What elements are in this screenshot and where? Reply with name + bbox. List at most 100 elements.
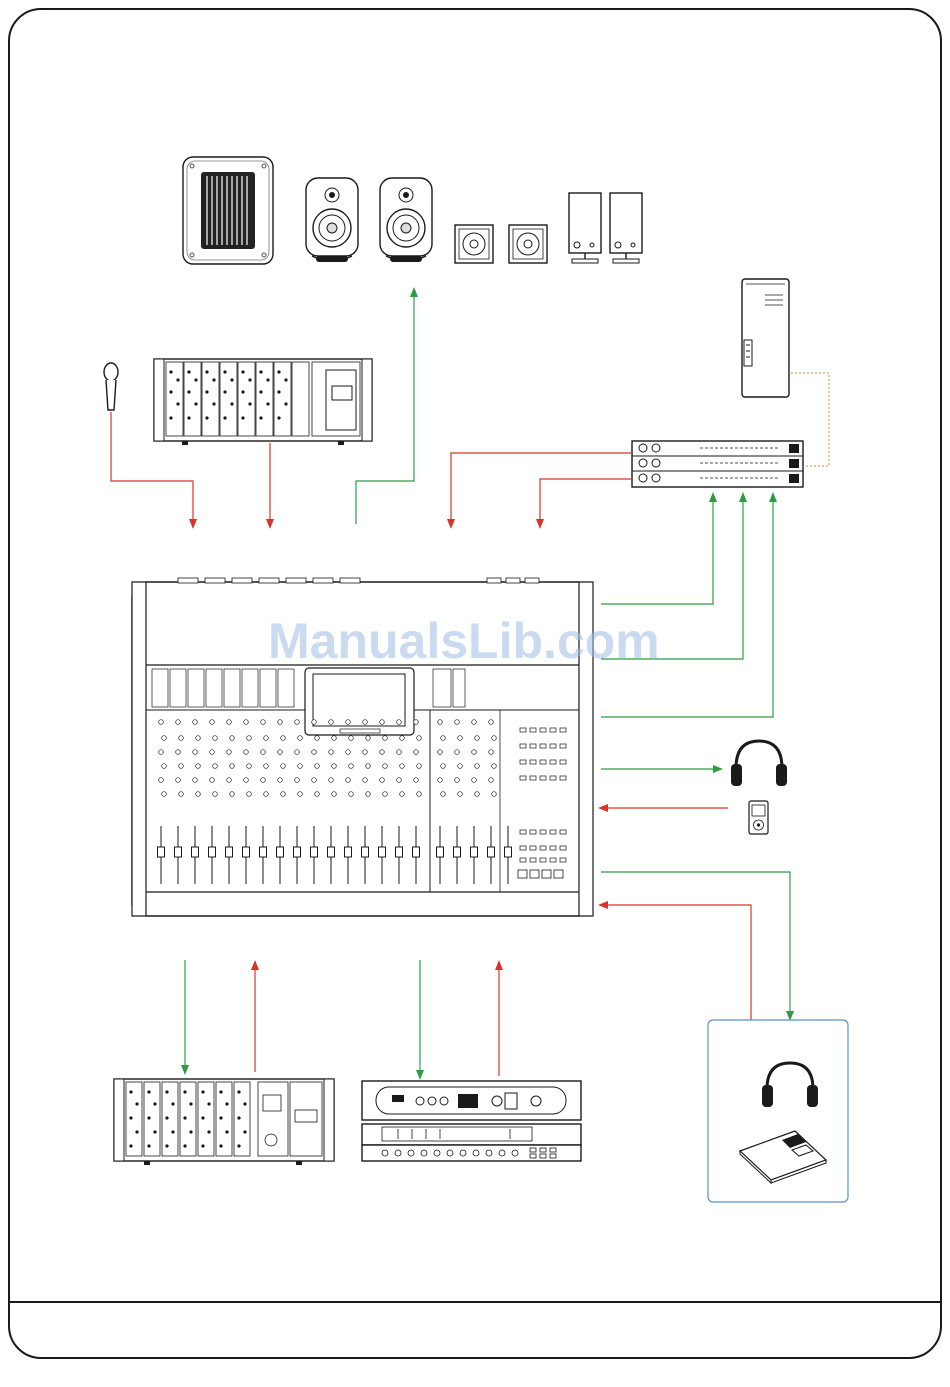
console-button [550,830,556,834]
stagebox-icon [154,359,372,445]
console-button [530,776,536,780]
console-knob [400,736,405,741]
console-knob [230,764,235,769]
console-knob [441,792,446,797]
console-knob [315,792,320,797]
console-button [560,830,566,834]
console-button [520,830,526,834]
console-button [540,776,546,780]
console-knob [227,750,232,755]
rack-interface-icon [632,441,803,487]
console-button [550,760,556,764]
console-knob [227,778,232,783]
console-button [520,858,526,862]
console-knob [475,736,480,741]
console-knob [227,720,232,725]
fader-cap [488,847,495,857]
console-button [560,776,566,780]
console-knob [278,720,283,725]
console-knob [213,764,218,769]
console-knob [363,750,368,755]
cue-to-console-arrow [603,905,751,1020]
console-knob [417,792,422,797]
fader-cap [192,847,199,857]
fader-cap [294,847,301,857]
console-knob [247,736,252,741]
cue-station-icon [708,1020,848,1202]
console-knob [159,778,164,783]
console-knob [210,720,215,725]
console-knob [458,736,463,741]
console-knob [329,778,334,783]
console-button [550,744,556,748]
console-knob [492,792,497,797]
console-knob [397,720,402,725]
console-knob [489,720,494,725]
console-knob [176,720,181,725]
console-knob [278,778,283,783]
fader-cap [311,847,318,857]
console-knob [414,720,419,725]
console-knob [247,792,252,797]
cue-headphones-icon [762,1063,818,1107]
console-knob [332,764,337,769]
console-knob [492,764,497,769]
fader-cap [328,847,335,857]
console-knob [193,720,198,725]
console-to-cue-arrow [601,872,790,1016]
io-rack-icon [114,1079,334,1165]
console-button [520,846,526,850]
microphone-icon [104,363,118,410]
console-knob [438,750,443,755]
console-knob [475,792,480,797]
console-button [530,846,536,850]
console-knob [438,720,443,725]
console-knob [193,778,198,783]
console-knob [281,764,286,769]
console-knob [455,720,460,725]
console-knob [298,792,303,797]
console-knob [298,736,303,741]
console-button [550,846,556,850]
fader-cap [437,847,444,857]
console-knob [295,750,300,755]
fader-cap [277,847,284,857]
console-button [520,728,526,732]
fader-cap [158,847,165,857]
console-knob [346,778,351,783]
console-button [560,846,566,850]
console-knob [397,750,402,755]
console-knob [366,736,371,741]
console-knob [380,720,385,725]
console-knob [264,736,269,741]
console-knob [383,736,388,741]
console-knob [417,736,422,741]
console-knob [441,764,446,769]
console-knob [193,750,198,755]
fader-cap [226,847,233,857]
console-knob [315,736,320,741]
console-knob [176,750,181,755]
console-knob [295,778,300,783]
console-knob [210,750,215,755]
console-knob [438,778,443,783]
console-knob [315,764,320,769]
console-knob [264,764,269,769]
fader-cap [396,847,403,857]
console-button [530,728,536,732]
console-knob [346,720,351,725]
console-knob [244,720,249,725]
console-button [550,858,556,862]
console-knob [332,792,337,797]
console-knob [397,778,402,783]
console-knob [244,778,249,783]
console-knob [213,792,218,797]
console-button [540,744,546,748]
console-knob [472,720,477,725]
console-knob [417,764,422,769]
console-knob [380,778,385,783]
console-knob [312,720,317,725]
console-knob [179,792,184,797]
fader-cap [345,847,352,857]
